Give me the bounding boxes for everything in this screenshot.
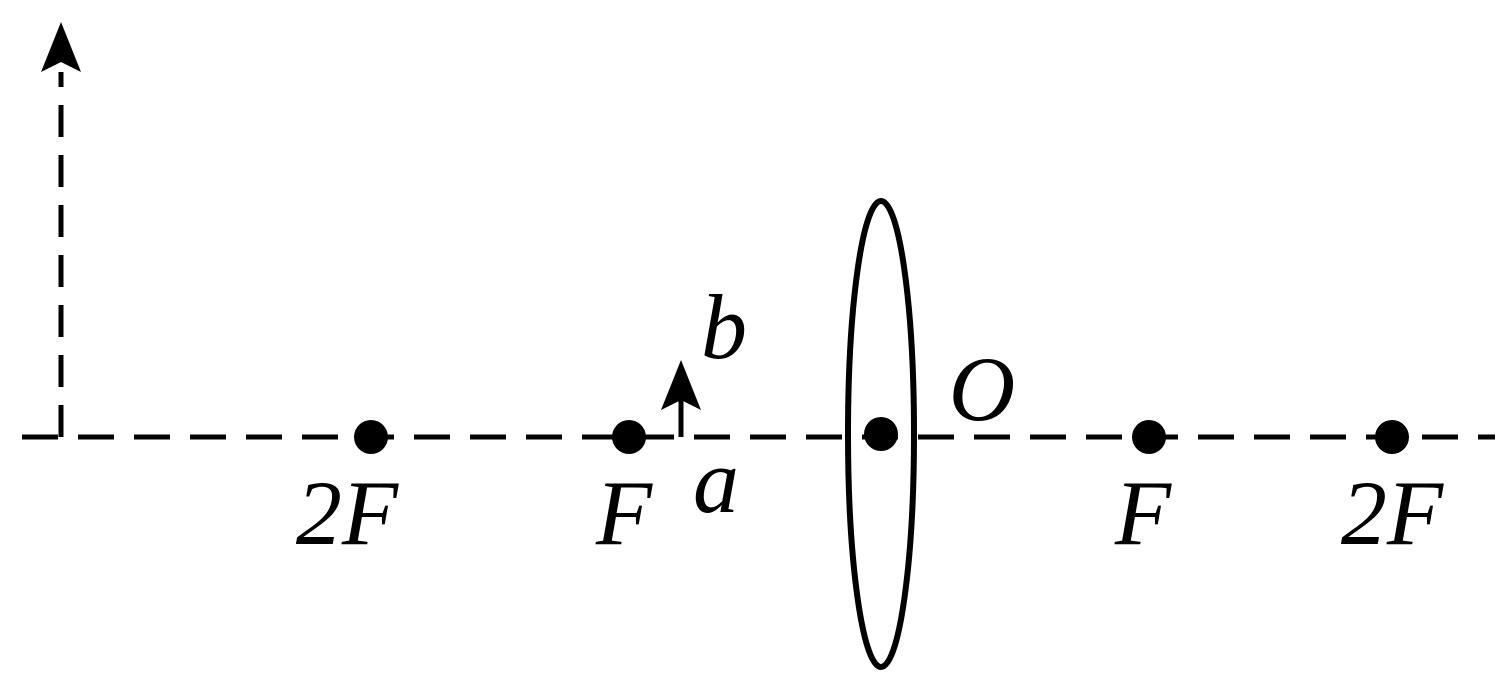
center-o-point [864, 417, 898, 451]
right-f-label: F [1114, 462, 1172, 564]
point-a-label: a [693, 430, 739, 532]
object-arrowhead [661, 360, 701, 410]
left-f-point [612, 420, 646, 454]
left-2f-point [354, 420, 388, 454]
convex-lens [845, 198, 917, 670]
center-o-label: O [949, 338, 1015, 440]
dashed-image-arrowhead [41, 22, 81, 72]
point-b-label: b [701, 276, 747, 378]
left-f-label: F [595, 462, 653, 564]
right-f-point [1132, 420, 1166, 454]
right-2f-label: 2F [1341, 462, 1444, 564]
right-2f-point [1375, 420, 1409, 454]
left-2f-label: 2F [296, 462, 399, 564]
